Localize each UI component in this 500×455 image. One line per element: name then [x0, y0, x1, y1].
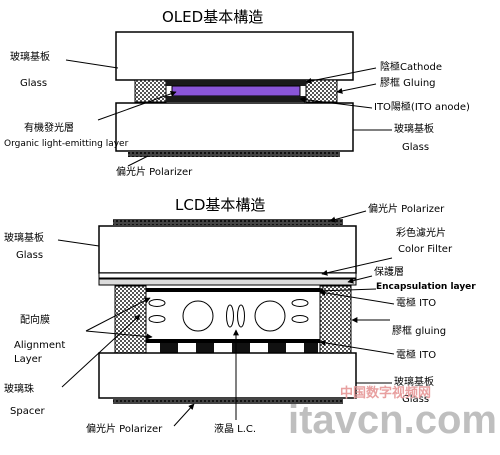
lcd-encapsulation-label: Encapsulation layer: [376, 282, 476, 292]
oled-glass-bottom-label-zh: 玻璃基板: [394, 124, 434, 135]
oled-glass-bottom-label-en: Glass: [402, 142, 430, 153]
lcd-glass-bottom-label-en: Glass: [402, 394, 430, 405]
lcd-polarizer-top-arrow: [329, 210, 367, 223]
lcd-color-filter-label-en: Color Filter: [398, 244, 453, 255]
lcd-title: LCD基本構造: [175, 196, 266, 214]
lcd-color-filter-label-zh: 彩色濾光片: [396, 228, 446, 239]
lcd-liquid-crystal: [148, 299, 309, 332]
lcd-electrode-bottom-label: 電極 ITO: [396, 350, 437, 361]
lcd-glass-bottom: [98, 352, 357, 399]
lcd-spacer-arrow: [61, 314, 141, 388]
lcd-spacer-label-en: Spacer: [10, 406, 45, 417]
oled-glass-bottom: [115, 102, 354, 152]
oled-gluing-left: [134, 79, 167, 103]
oled-glass-top-label-en: Glass: [20, 78, 48, 89]
oled-cathode-arrow: [305, 67, 377, 84]
oled-ito-anode-label: ITO陽極(ITO anode): [374, 102, 470, 113]
lcd-electrode-top-arrow: [319, 289, 395, 305]
oled-organic-label-en: Organic light-emitting layer: [4, 139, 129, 149]
lcd-gluing-left: [114, 285, 147, 354]
oled-cathode-layer: [166, 80, 306, 86]
lcd-alignment-label-en-2: Layer: [14, 354, 42, 365]
lcd-lc-label: 液晶 L.C.: [214, 424, 257, 435]
lcd-gluing-label: 膠框 gluing: [392, 326, 447, 337]
oled-organic-label-zh: 有機發光層: [24, 123, 74, 134]
oled-organic-arrow: [97, 91, 177, 121]
lcd-protect-layer: [98, 278, 357, 286]
oled-polarizer: [128, 151, 340, 157]
oled-glass-top-label-zh: 玻璃基板: [10, 52, 50, 63]
lcd-alignment-label-zh: 配向膜: [20, 315, 50, 326]
lcd-polarizer-bottom: [113, 398, 343, 404]
lcd-encap-arrow: [317, 287, 377, 294]
lcd-polarizer-top: [113, 219, 343, 225]
lcd-alignment-label-en-1: Alignment: [14, 340, 66, 351]
lcd-spacer-label-zh: 玻璃珠: [4, 384, 34, 395]
oled-gluing-label: 膠框 Gluing: [380, 78, 436, 89]
lcd-electrode-top-label: 電極 ITO: [396, 298, 437, 309]
lcd-electrode-bottom: [146, 339, 320, 343]
lcd-electrode-bottom-arrow: [319, 339, 395, 355]
lcd-polarizer-top-label: 偏光片 Polarizer: [368, 204, 445, 215]
oled-ito-arrow: [299, 96, 373, 109]
oled-glass-top: [115, 31, 354, 81]
lcd-color-filter-arrow: [321, 257, 393, 276]
oled-polarizer-leader: [127, 155, 149, 167]
lcd-polarizer-bottom-label: 偏光片 Polarizer: [86, 424, 163, 435]
oled-gluing-right: [305, 79, 338, 103]
oled-glass-top-leader: [65, 59, 119, 69]
oled-title: OLED基本構造: [162, 8, 264, 26]
watermark-cn: 中国数字视频网: [340, 386, 432, 401]
lcd-alignment-arrow-1: [85, 297, 151, 332]
lcd-protect-label: 保護層: [374, 267, 404, 278]
watermark-en: itavcn.com: [288, 398, 497, 442]
lcd-glass-top-label-zh: 玻璃基板: [4, 233, 44, 244]
lcd-tft-blocks: [160, 343, 318, 353]
lcd-glass-top-label-en: Glass: [16, 250, 44, 261]
lcd-glass-bottom-label-zh: 玻璃基板: [394, 377, 434, 388]
oled-polarizer-label: 偏光片 Polarizer: [116, 167, 193, 178]
lcd-glass-top-leader: [57, 239, 100, 247]
oled-ito-anode-layer: [166, 96, 306, 102]
lcd-electrode-top: [146, 288, 320, 292]
lcd-glass-top: [98, 225, 357, 274]
oled-cathode-label: 陰極Cathode: [380, 62, 442, 73]
lcd-protect-arrow: [347, 275, 373, 284]
lcd-color-filter: [98, 272, 357, 279]
oled-gluing-arrow: [336, 83, 377, 94]
oled-organic-layer: [171, 85, 301, 97]
lcd-polarizer-bottom-arrow: [173, 403, 195, 427]
